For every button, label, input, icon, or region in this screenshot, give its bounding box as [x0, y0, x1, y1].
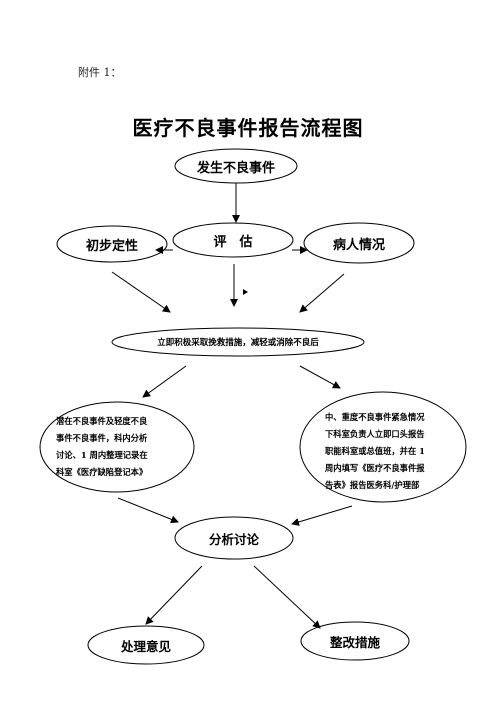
node-rectification-measures: 整改措施 [329, 634, 380, 650]
minor-line-2: 事件不良事件，科内分析 [56, 433, 148, 443]
arrow-patient-to-measures [299, 273, 345, 313]
node-occur-event: 发生不良事件 [196, 160, 275, 176]
initial-ellipse [56, 225, 168, 263]
node-analysis-discussion: 分析讨论 [208, 531, 259, 547]
severe-line-1: 中、重度不良事件紧急情况 [325, 412, 425, 422]
assess-ellipse [172, 222, 294, 258]
handle-ellipse [87, 625, 205, 665]
node-handling-opinion: 处理意见 [120, 638, 171, 654]
arrow-analyze-to-handle [145, 565, 203, 625]
arrow-measures-to-minor [142, 365, 187, 398]
severe-line-2: 下科室负责人立即口头报告 [325, 429, 425, 439]
measures-ellipse [111, 327, 365, 357]
arrow-analyze-to-rectify [253, 565, 321, 629]
arrow-measures-to-severe [299, 365, 341, 389]
minor-line-4: 科室《医疗缺陷登记本》 [56, 467, 148, 477]
minor-line-1: 潜在不良事件及轻度不良 [56, 416, 148, 426]
minor-line-3: 讨论、1 周内整理记录在 [56, 450, 148, 460]
arrow-severe-to-analyze [291, 505, 353, 526]
node-patient-condition: 病人情况 [332, 237, 385, 253]
patient-ellipse [303, 222, 415, 264]
severe-line-3: 职能科室或总值班，并在 1 [325, 446, 425, 456]
node-severe-event-handling: 中、重度不良事件紧急情况 下科室负责人立即口头报告 职能科室或总值班，并在 1 … [325, 409, 453, 494]
node-initial-characterization: 初步定性 [85, 238, 138, 254]
arrow-initial-to-measures [111, 271, 171, 313]
severe-line-5: 告表》报告医务科/护理部 [325, 480, 420, 490]
node-rescue-measures: 立即积极采取挽救措施，减轻或消除不良后 [157, 338, 319, 348]
severe-ellipse [299, 391, 467, 503]
page-title: 医疗不良事件报告流程图 [132, 116, 364, 140]
analyze-ellipse [174, 516, 294, 560]
rectify-ellipse [300, 621, 410, 661]
node-assess: 评 估 [213, 234, 253, 250]
node-minor-event-handling: 潜在不良事件及轻度不良 事件不良事件，科内分析 讨论、1 周内整理记录在 科室《… [56, 413, 186, 481]
minor-ellipse [39, 401, 195, 493]
annex-label: 附件 1： [78, 66, 122, 79]
arrow-minor-to-analyze [117, 497, 179, 524]
severe-line-4: 周内填写《医疗不良事件报 [325, 463, 425, 473]
small-triangle-mark [243, 289, 248, 295]
